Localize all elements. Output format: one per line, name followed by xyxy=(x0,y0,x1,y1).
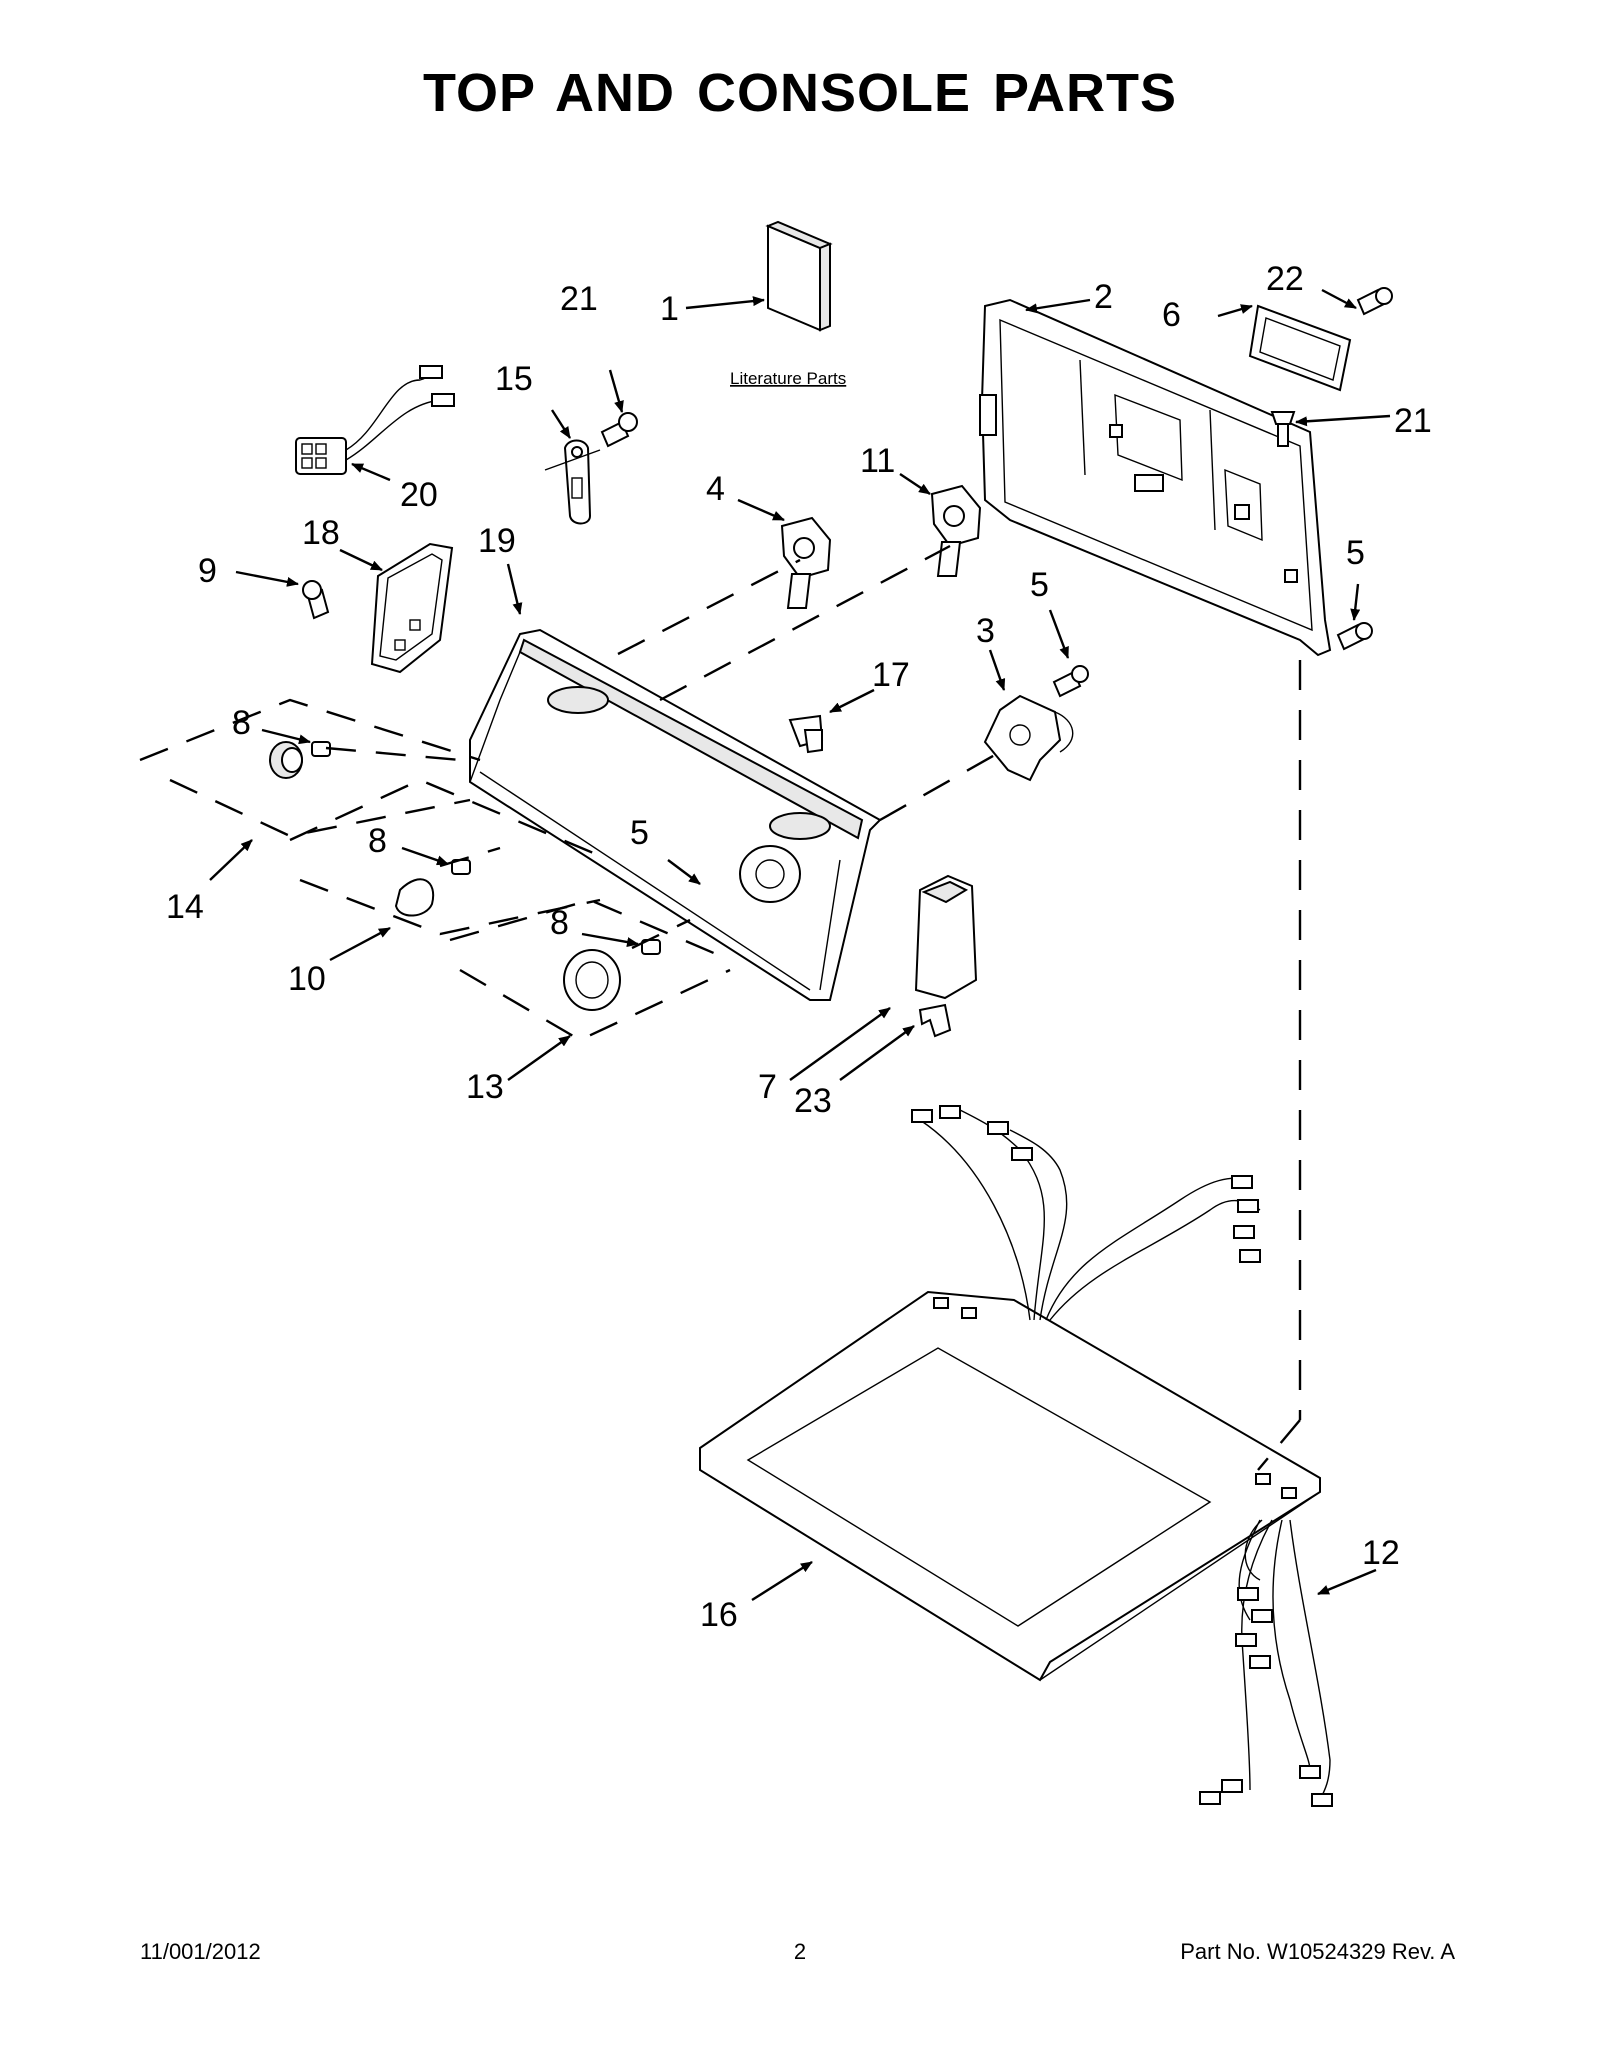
callout-15: 15 xyxy=(495,360,533,398)
wire-harness-12 xyxy=(1199,1519,1333,1807)
screw-21-right xyxy=(1270,411,1296,447)
small-bracket xyxy=(1248,304,1352,392)
callout-5-right: 5 xyxy=(1030,566,1049,604)
callout-8-bottom: 8 xyxy=(550,904,569,942)
callout-3: 3 xyxy=(976,612,995,650)
footer-part-number: Part No. W10524329 Rev. A xyxy=(1180,1939,1455,1964)
callout-2: 2 xyxy=(1094,278,1113,316)
callout-18: 18 xyxy=(302,514,340,552)
callout-23: 23 xyxy=(794,1082,832,1120)
footer-date: 11/001/2012 xyxy=(140,1939,261,1964)
timer-3 xyxy=(983,694,1074,782)
callout-11: 11 xyxy=(860,442,895,480)
callout-8-top: 8 xyxy=(232,704,251,742)
clip-15 xyxy=(544,439,601,525)
top-panel-16 xyxy=(699,1290,1321,1682)
clip-23 xyxy=(918,1003,952,1038)
callout-9: 9 xyxy=(198,552,217,590)
callout-21-top: 21 xyxy=(560,280,598,318)
callout-8-middle: 8 xyxy=(368,822,387,860)
end-cap-7 xyxy=(914,874,978,1000)
wire-harness-20 xyxy=(295,365,455,475)
knob-inserts-8 xyxy=(311,741,661,955)
literature-booklet: Literature Parts xyxy=(730,220,846,388)
screw-5-mid xyxy=(1052,665,1089,698)
screw-5-right xyxy=(1336,622,1373,651)
leader-arrows xyxy=(209,288,1391,1602)
callout-22: 22 xyxy=(1266,260,1304,298)
callout-5-middle: 5 xyxy=(630,814,649,852)
knob-10 xyxy=(394,878,435,917)
page-title: TOP AND CONSOLE PARTS xyxy=(422,63,1178,123)
screw-9 xyxy=(302,580,330,620)
literature-parts-label: Literature Parts xyxy=(730,369,846,388)
callout-6: 6 xyxy=(1162,296,1181,334)
callout-13: 13 xyxy=(466,1068,504,1106)
callout-4: 4 xyxy=(706,470,725,508)
callout-19: 19 xyxy=(478,522,516,560)
clip-17 xyxy=(788,714,824,754)
callout-7: 7 xyxy=(758,1068,777,1106)
callout-16: 16 xyxy=(700,1596,738,1634)
callout-20: 20 xyxy=(400,476,438,514)
callout-21-right: 21 xyxy=(1394,402,1432,440)
rear-console-panel xyxy=(979,298,1332,657)
knob-13 xyxy=(563,949,621,1011)
switch-11 xyxy=(930,484,982,577)
assembly-lines xyxy=(139,544,1302,1471)
callout-5-far-right: 5 xyxy=(1346,534,1365,572)
wire-harness-upper xyxy=(911,1105,1261,1321)
console-panel-19 xyxy=(469,628,882,1001)
callout-10: 10 xyxy=(288,960,326,998)
callout-1: 1 xyxy=(660,290,679,328)
callout-labels: 1 2 21 15 22 6 21 20 4 11 18 19 9 5 3 5 … xyxy=(166,260,1432,1634)
footer-page-number: 2 xyxy=(793,1939,807,1964)
switch-4 xyxy=(780,516,832,609)
knob-14 xyxy=(269,741,303,779)
screw-21-left xyxy=(600,412,638,448)
callout-17: 17 xyxy=(872,656,910,694)
callout-12: 12 xyxy=(1362,1534,1400,1572)
end-cap-18 xyxy=(370,542,454,674)
screw-22 xyxy=(1356,287,1393,316)
callout-14: 14 xyxy=(166,888,204,926)
